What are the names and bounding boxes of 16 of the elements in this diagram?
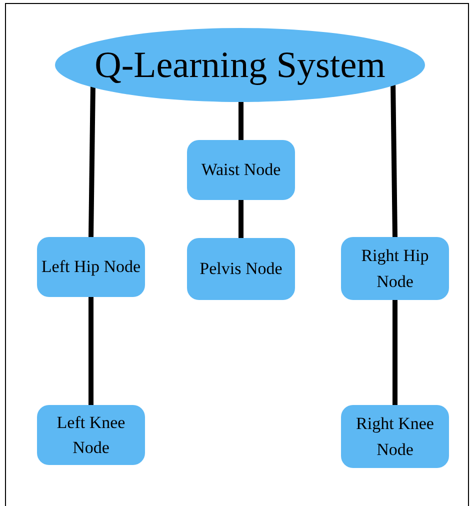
connector-line [238,200,244,238]
node-label: Pelvis Node [200,258,282,280]
joint-node-box [341,237,449,300]
joint-node-box [341,405,449,468]
joint-node-box [187,238,295,300]
joint-node-box [37,405,145,465]
connector-line [88,297,94,405]
system-title: Q-Learning System [94,44,386,86]
joint-node-box [37,237,145,297]
node-label: Left Knee Node [56,412,126,459]
node-label: Waist Node [201,159,281,182]
node-label: Left Hip Node [41,256,141,278]
connector-line [392,300,398,405]
node-label: Right Knee Node [355,413,435,460]
joint-node-box [187,140,295,200]
node-label: Right Hip Node [360,245,430,292]
